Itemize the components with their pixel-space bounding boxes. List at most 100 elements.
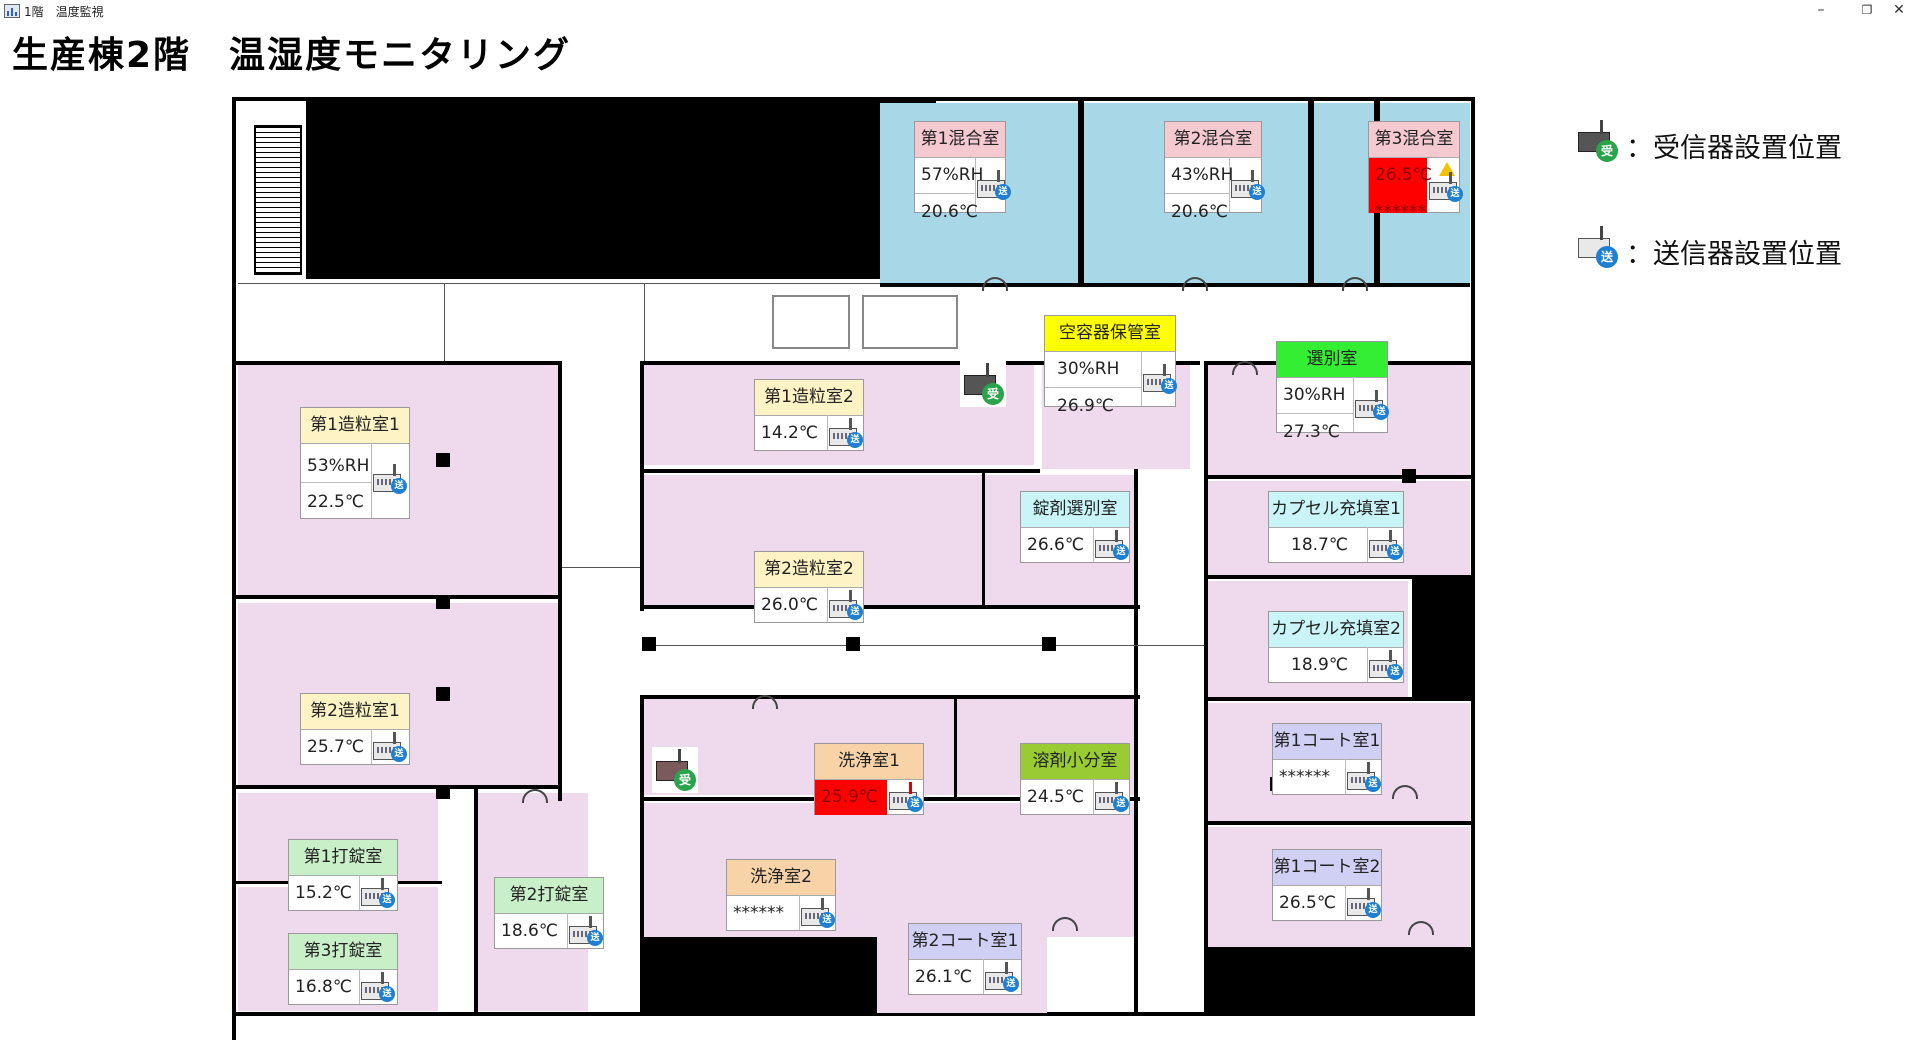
wall [954, 695, 957, 799]
room-card-coat1[interactable]: 第1コート室1 ****** 送 [1272, 723, 1382, 795]
wall [640, 605, 1140, 609]
transmitter-badge: 送 [1161, 378, 1177, 394]
room-card-mix1[interactable]: 第1混合室 57%RH 20.6℃ 送 [914, 121, 1011, 222]
room-card-wash2[interactable]: 洗浄室2 ****** 送 [726, 859, 836, 931]
room-name: 第1混合室 [915, 122, 1005, 158]
transmitter-badge: 送 [1387, 664, 1403, 680]
room-card-granulate1-2[interactable]: 第1造粒室2 14.2℃ 送 [754, 379, 864, 451]
room-card-granulate2-2[interactable]: 第2造粒室2 26.0℃ 送 [754, 551, 864, 623]
divider [1229, 157, 1230, 212]
room-card-mix2[interactable]: 第2混合室 43%RH 20.6℃ 送 [1164, 121, 1265, 222]
divider [1367, 527, 1368, 562]
room-name: 選別室 [1277, 342, 1387, 378]
outer-wall-right [1471, 97, 1475, 1015]
temperature-value: 18.9℃ [1291, 655, 1348, 675]
room-card-tablet2[interactable]: 第2打錠室 18.6℃ 送 [494, 877, 604, 949]
room-card-storage[interactable]: 空容器保管室 30%RH 26.9℃ 送 [1044, 315, 1177, 416]
humidity-value: ****** [1375, 202, 1426, 222]
transmitter-icon: 送 [1231, 170, 1265, 200]
room-card-sort[interactable]: 選別室 30%RH 27.3℃ 送 [1276, 341, 1389, 442]
humidity-value: 53%RH [307, 456, 370, 476]
room-name: 第3混合室 [1369, 122, 1459, 158]
transmitter-icon: 送 [889, 782, 923, 812]
room-annex-area [458, 603, 558, 785]
room-card-coat2-1[interactable]: 第2コート室1 26.1℃ 送 [908, 923, 1022, 995]
receiver-badge: 受 [1596, 140, 1618, 162]
equipment-box [772, 295, 850, 349]
room-card-granulate1-1[interactable]: 第1造粒室1 53%RH 22.5℃ 送 [300, 407, 410, 519]
transmitter-icon: 送 [1095, 530, 1129, 560]
room-name: カプセル充填室1 [1269, 492, 1403, 528]
wall [558, 361, 562, 801]
temperature-value: 26.5℃ [1279, 893, 1336, 913]
outer-wall-left [232, 97, 236, 1040]
room-card-capsule1[interactable]: カプセル充填室1 18.7℃ 送 [1268, 491, 1404, 563]
transmitter-icon: 送 [1355, 390, 1389, 420]
room-card-capsule2[interactable]: カプセル充填室2 18.9℃ 送 [1268, 611, 1404, 683]
temperature-value: 26.6℃ [1027, 535, 1084, 555]
transmitter-badge: 送 [391, 478, 407, 494]
minimize-button[interactable]: – [1817, 2, 1825, 18]
close-button[interactable]: ✕ [1893, 2, 1905, 18]
temperature-value: 16.8℃ [295, 977, 352, 997]
room-name: 第2造粒室2 [755, 552, 863, 588]
transmitter-badge: 送 [379, 986, 395, 1002]
black-zone-bottom-2 [1207, 947, 1474, 1015]
room-name: 第1打錠室 [289, 840, 397, 876]
transmitter-badge: 送 [847, 432, 863, 448]
transmitter-badge: 送 [1003, 976, 1019, 992]
wall [880, 283, 1470, 287]
divider [915, 193, 975, 194]
room-name: 洗浄室1 [815, 744, 923, 780]
transmitter-icon: 送 [829, 418, 863, 448]
door-arc [752, 695, 778, 709]
room-card-tablet3[interactable]: 第3打錠室 16.8℃ 送 [288, 933, 398, 1005]
wall [1204, 697, 1474, 701]
room-card-mix3[interactable]: 第3混合室 26.5℃ ****** 送 [1368, 121, 1463, 222]
transmitter-badge: 送 [995, 184, 1011, 200]
floor-plan: 第1混合室 57%RH 20.6℃ 送 第2混合室 43%RH 20.6℃ 送 … [232, 97, 1475, 1040]
divider [1093, 527, 1094, 562]
wall [640, 695, 1140, 699]
wall [982, 473, 985, 607]
room-card-tablet-select[interactable]: 錠剤選別室 26.6℃ 送 [1020, 491, 1130, 563]
room-name: 溶剤小分室 [1021, 744, 1129, 780]
divider [1141, 351, 1142, 406]
pillar [436, 687, 450, 701]
transmitter-icon: 送 [985, 962, 1019, 992]
room-card-dissolve[interactable]: 溶剤小分室 24.5℃ 送 [1020, 743, 1130, 815]
legend-transmitter-label: ：送信器設置位置 [1626, 239, 1842, 270]
room-card-coat2-2[interactable]: 第1コート室2 26.5℃ 送 [1272, 849, 1382, 921]
receiver-badge: 受 [982, 383, 1004, 405]
wall [640, 695, 644, 1015]
divider [975, 157, 976, 212]
transmitter-badge: 送 [1365, 776, 1381, 792]
wall [474, 789, 478, 1013]
restore-button[interactable]: ❐ [1861, 3, 1873, 17]
room-name: 第1造粒室2 [755, 380, 863, 416]
transmitter-icon: 送 [977, 170, 1011, 200]
transmitter-badge: 送 [907, 796, 923, 812]
transmitter-badge: 送 [1447, 186, 1463, 202]
room-card-tablet1[interactable]: 第1打錠室 15.2℃ 送 [288, 839, 398, 911]
transmitter-icon: 送 [569, 916, 603, 946]
wall [232, 595, 562, 599]
room-card-wash1[interactable]: 洗浄室1 25.9℃ 送 [814, 743, 924, 815]
transmitter-badge: 送 [1373, 404, 1389, 420]
pillar [436, 785, 450, 799]
divider [827, 415, 828, 450]
transmitter-icon: 送 [1369, 650, 1403, 680]
divider [1353, 377, 1354, 432]
temperature-value: 26.5℃ [1375, 165, 1432, 185]
room-card-granulate2-1[interactable]: 第2造粒室1 25.7℃ 送 [300, 693, 410, 765]
alarm-fill [815, 780, 887, 815]
divider [1367, 647, 1368, 682]
transmitter-badge: 送 [379, 892, 395, 908]
transmitter-icon: 送 [373, 464, 407, 494]
divider [1165, 193, 1229, 194]
temperature-value: 15.2℃ [295, 883, 352, 903]
transmitter-icon: 送 [829, 590, 863, 620]
corridor-line [644, 283, 645, 361]
temperature-value: 20.6℃ [1171, 202, 1228, 222]
divider [1093, 779, 1094, 814]
